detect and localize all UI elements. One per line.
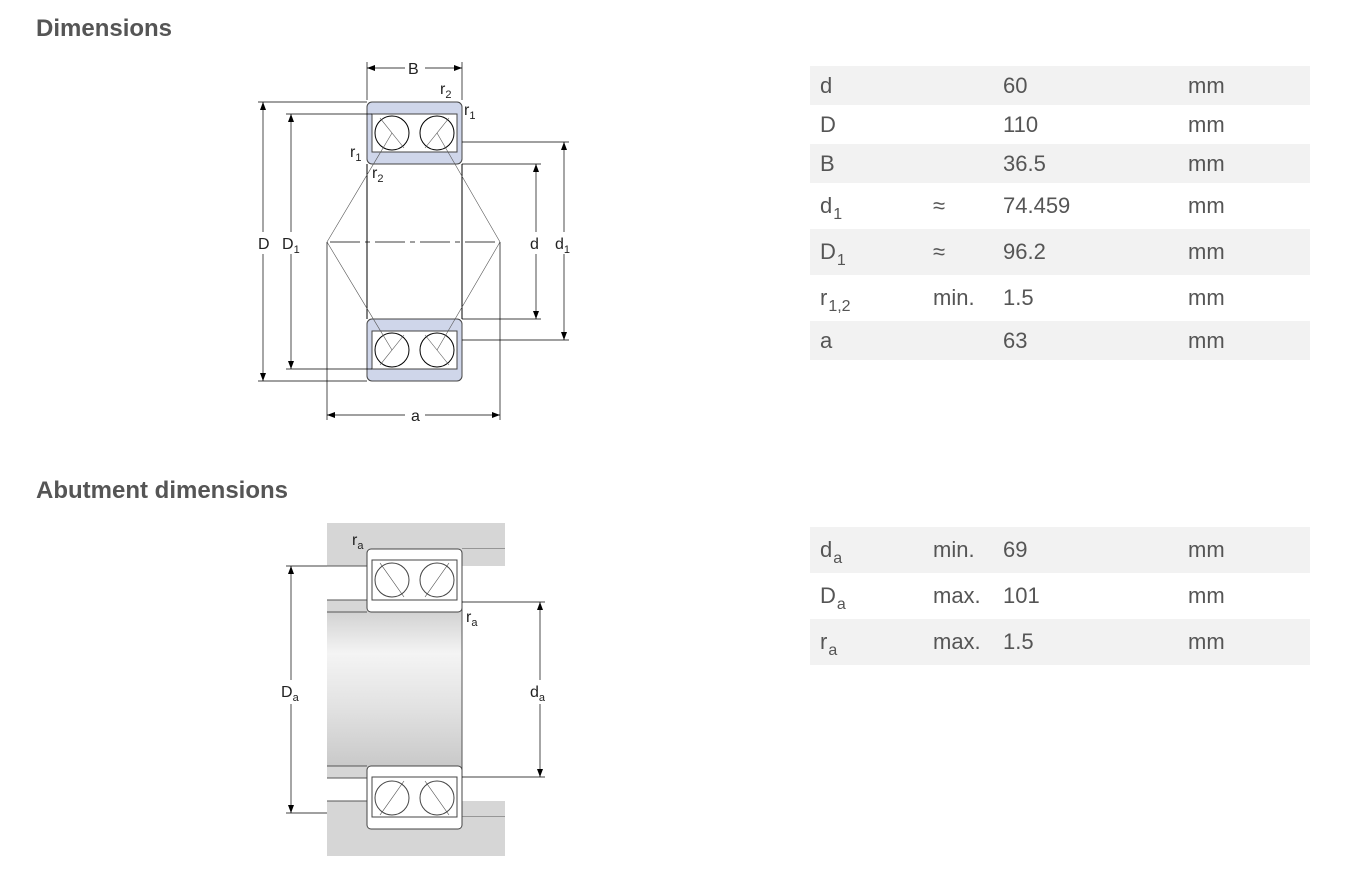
label-r1-top: r1: [464, 102, 475, 122]
bearing-dimension-drawing: B D D1 d d1 a r2 r1 r1 r2: [258, 61, 570, 425]
dimensions-table: d 60 mm D 110 mm B 36.5 mm d1 ≈ 74.459 m…: [810, 66, 1310, 360]
label-B: B: [408, 61, 419, 78]
unit-cell: mm: [1188, 327, 1225, 353]
unit-cell: mm: [1188, 629, 1225, 654]
symbol-cell: D: [820, 111, 836, 137]
dimensions-title: Dimensions: [36, 15, 173, 42]
value-cell: 63: [1003, 327, 1028, 353]
value-cell: 1.5: [1003, 285, 1034, 310]
label-ra-right: ra: [466, 609, 478, 629]
symbol-cell: da: [820, 537, 843, 567]
value-cell: 110: [1003, 111, 1039, 137]
unit-cell: mm: [1188, 72, 1225, 98]
label-r2-top: r2: [440, 81, 451, 101]
qualifier-cell: max.: [933, 629, 981, 654]
value-cell: 96.2: [1003, 239, 1046, 264]
value-cell: 60: [1003, 72, 1028, 98]
table-row: d1 ≈ 74.459 mm: [810, 183, 1310, 229]
qualifier-cell: [923, 321, 993, 360]
abutment-dimensions-title: Abutment dimensions: [36, 477, 289, 504]
table-row: r1,2 min. 1.5 mm: [810, 275, 1310, 321]
table-row: ra max. 1.5 mm: [810, 619, 1310, 665]
symbol-cell: ra: [820, 629, 838, 659]
label-D: D: [258, 236, 270, 253]
label-d: d: [530, 236, 539, 253]
table-row: d 60 mm: [810, 66, 1310, 105]
symbol-cell: r1,2: [820, 285, 851, 315]
label-ra-top: ra: [352, 532, 364, 552]
table-row: D 110 mm: [810, 105, 1310, 144]
value-cell: 101: [1003, 583, 1040, 608]
label-d1: d1: [555, 236, 570, 256]
label-D1: D1: [282, 236, 300, 256]
qualifier-cell: ≈: [933, 193, 946, 218]
table-row: D1 ≈ 96.2 mm: [810, 229, 1310, 275]
table-row: B 36.5 mm: [810, 144, 1310, 183]
table-row: a 63 mm: [810, 321, 1310, 360]
label-r1-left: r1: [350, 144, 361, 164]
abutment-dimensions-table: da min. 69 mm Da max. 101 mm ra max. 1.5…: [810, 527, 1310, 665]
value-cell: 74.459: [1003, 193, 1071, 218]
value-cell: 1.5: [1003, 629, 1034, 654]
label-da: da: [530, 684, 546, 704]
unit-cell: mm: [1188, 193, 1225, 218]
symbol-cell: D1: [820, 239, 846, 269]
unit-cell: mm: [1188, 150, 1225, 176]
symbol-cell: a: [820, 327, 833, 353]
qualifier-cell: [923, 105, 993, 144]
table-row: da min. 69 mm: [810, 527, 1310, 573]
qualifier-cell: [923, 66, 993, 105]
qualifier-cell: [923, 144, 993, 183]
unit-cell: mm: [1188, 537, 1225, 562]
unit-cell: mm: [1188, 239, 1225, 264]
unit-cell: mm: [1188, 583, 1225, 608]
label-Da: Da: [281, 684, 300, 704]
unit-cell: mm: [1188, 285, 1225, 310]
qualifier-cell: max.: [933, 583, 981, 608]
qualifier-cell: ≈: [933, 239, 946, 264]
label-a: a: [411, 408, 420, 425]
value-cell: 36.5: [1003, 150, 1046, 176]
symbol-cell: Da: [820, 583, 846, 613]
unit-cell: mm: [1188, 111, 1225, 137]
symbol-cell: B: [820, 150, 835, 176]
abutment-dimension-drawing: Da da ra ra: [281, 523, 546, 856]
qualifier-cell: min.: [933, 285, 975, 310]
qualifier-cell: min.: [933, 537, 975, 562]
symbol-cell: d: [820, 72, 833, 98]
table-row: Da max. 101 mm: [810, 573, 1310, 619]
value-cell: 69: [1003, 537, 1028, 562]
label-r2-left: r2: [372, 165, 383, 185]
symbol-cell: d1: [820, 193, 843, 223]
